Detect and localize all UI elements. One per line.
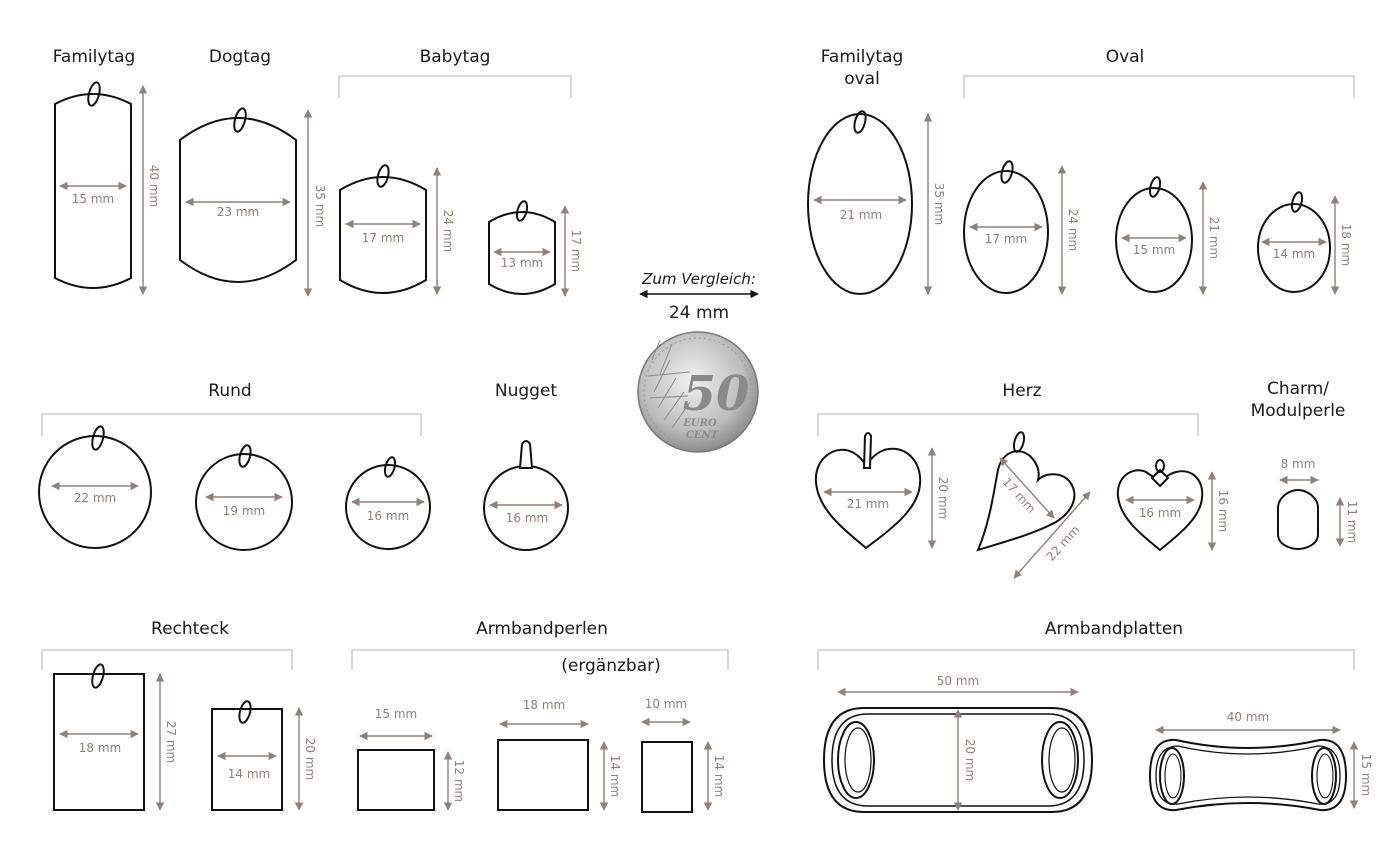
dim-oval-small-width: 14 mm — [1273, 247, 1315, 261]
dim-herz-small-width: 16 mm — [1139, 506, 1181, 520]
dim-rund-large-width: 22 mm — [74, 491, 116, 505]
dim-herz-tilted-diagonal: 22 mm — [1044, 523, 1083, 564]
familytag-shape — [54, 81, 132, 289]
dim-herz-large-height: 20 mm — [936, 477, 950, 519]
platte-small-shape — [1148, 738, 1348, 812]
dim-perle-1-width: 15 mm — [375, 707, 417, 721]
title-rund: Rund — [208, 381, 251, 401]
dim-babytag-large-height: 24 mm — [441, 210, 455, 252]
dim-familytag-oval-width: 21 mm — [840, 208, 882, 222]
bracket-rund — [41, 413, 422, 436]
rund-medium-shape — [195, 444, 293, 551]
perle-1-shape — [357, 749, 435, 811]
oval-medium-shape — [1115, 176, 1193, 293]
dim-herz-large-width: 21 mm — [847, 497, 889, 511]
dim-dogtag-height: 35 mm — [313, 185, 327, 227]
oval-small-shape — [1257, 191, 1331, 293]
dim-oval-large-height: 24 mm — [1066, 209, 1080, 251]
herz-tilted-shape — [976, 431, 1076, 552]
dim-herz-small-height: 16 mm — [1216, 490, 1230, 532]
dim-familytag-height: 40 mm — [147, 165, 161, 207]
dim-oval-medium-height: 21 mm — [1207, 217, 1221, 259]
dim-perle-3-height: 14 mm — [712, 755, 726, 797]
svg-text:EURO: EURO — [682, 418, 717, 429]
dim-perle-3-width: 10 mm — [645, 697, 687, 711]
dim-platte-large-width: 50 mm — [937, 674, 979, 688]
dim-platte-large-height: 20 mm — [963, 739, 977, 781]
dim-perle-2-width: 18 mm — [523, 698, 565, 712]
title-oval: Oval — [1106, 47, 1145, 67]
perle-2-shape — [497, 739, 589, 811]
dim-rund-small-width: 16 mm — [367, 509, 409, 523]
bracket-armbandperlen — [351, 649, 729, 670]
dim-familytag-width: 15 mm — [72, 192, 114, 206]
dim-rechteck-small-height: 20 mm — [303, 738, 317, 780]
title-armbandplatten: Armbandplatten — [1045, 619, 1183, 639]
rund-large-shape — [38, 425, 152, 549]
title-nugget: Nugget — [495, 381, 558, 401]
familytag-oval-shape — [807, 110, 913, 295]
herz-large-shape — [814, 432, 922, 550]
bracket-armbandplatten — [817, 649, 1355, 670]
title-familytag-oval-line2: oval — [844, 69, 880, 89]
dim-dogtag-width: 23 mm — [217, 205, 259, 219]
rechteck-small-shape — [211, 700, 283, 811]
dogtag-shape — [179, 107, 297, 283]
dim-familytag-oval-height: 35 mm — [932, 183, 946, 225]
charm-shape — [1277, 489, 1319, 550]
subtitle-ergaenzbar: (ergänzbar) — [561, 656, 661, 676]
dim-charm-width: 8 mm — [1281, 457, 1316, 471]
dim-oval-small-height: 18 mm — [1339, 224, 1353, 266]
dim-rechteck-large-height: 27 mm — [164, 721, 178, 763]
dimension-arrow — [1013, 491, 1091, 579]
dim-rechteck-small-width: 14 mm — [228, 767, 270, 781]
babytag-large-shape — [339, 164, 427, 294]
rechteck-large-shape — [53, 663, 145, 811]
bracket-babytag — [338, 75, 572, 98]
rund-small-shape — [345, 456, 431, 550]
svg-text:50: 50 — [683, 366, 750, 422]
dim-perle-2-height: 14 mm — [608, 755, 622, 797]
dim-platte-small-height: 15 mm — [1359, 754, 1373, 796]
title-familytag-oval-line1: Familytag — [821, 47, 904, 67]
svg-text:CENT: CENT — [686, 430, 720, 441]
dim-platte-small-width: 40 mm — [1227, 710, 1269, 724]
dim-babytag-large-width: 17 mm — [362, 231, 404, 245]
title-rechteck: Rechteck — [151, 619, 229, 639]
coin-50-cent: 50 EURO CENT — [637, 331, 759, 453]
title-armbandperlen: Armbandperlen — [476, 619, 608, 639]
perle-3-shape — [641, 741, 693, 813]
title-dogtag: Dogtag — [209, 47, 271, 67]
dim-rund-medium-width: 19 mm — [223, 504, 265, 518]
dim-babytag-small-height: 17 mm — [569, 230, 583, 272]
dim-perle-1-height: 12 mm — [452, 760, 466, 802]
dim-oval-large-width: 17 mm — [985, 232, 1027, 246]
bracket-herz — [817, 413, 1199, 436]
dim-babytag-small-width: 13 mm — [501, 256, 543, 270]
title-charm-line2: Modulperle — [1251, 401, 1346, 421]
bracket-rechteck — [41, 649, 293, 670]
oval-large-shape — [963, 160, 1049, 294]
dim-oval-medium-width: 15 mm — [1133, 243, 1175, 257]
bracket-oval — [963, 75, 1355, 98]
dim-rechteck-large-width: 18 mm — [79, 741, 121, 755]
dim-charm-height: 11 mm — [1345, 501, 1359, 543]
title-babytag: Babytag — [420, 47, 491, 67]
herz-small-shape — [1116, 459, 1204, 552]
compare-label: Zum Vergleich: — [641, 270, 756, 288]
title-familytag: Familytag — [53, 47, 136, 67]
compare-value: 24 mm — [669, 303, 729, 323]
title-charm-line1: Charm/ — [1267, 379, 1329, 399]
nugget-shape — [483, 440, 569, 551]
babytag-small-shape — [488, 200, 556, 295]
title-herz: Herz — [1002, 381, 1041, 401]
dim-nugget-width: 16 mm — [506, 511, 548, 525]
